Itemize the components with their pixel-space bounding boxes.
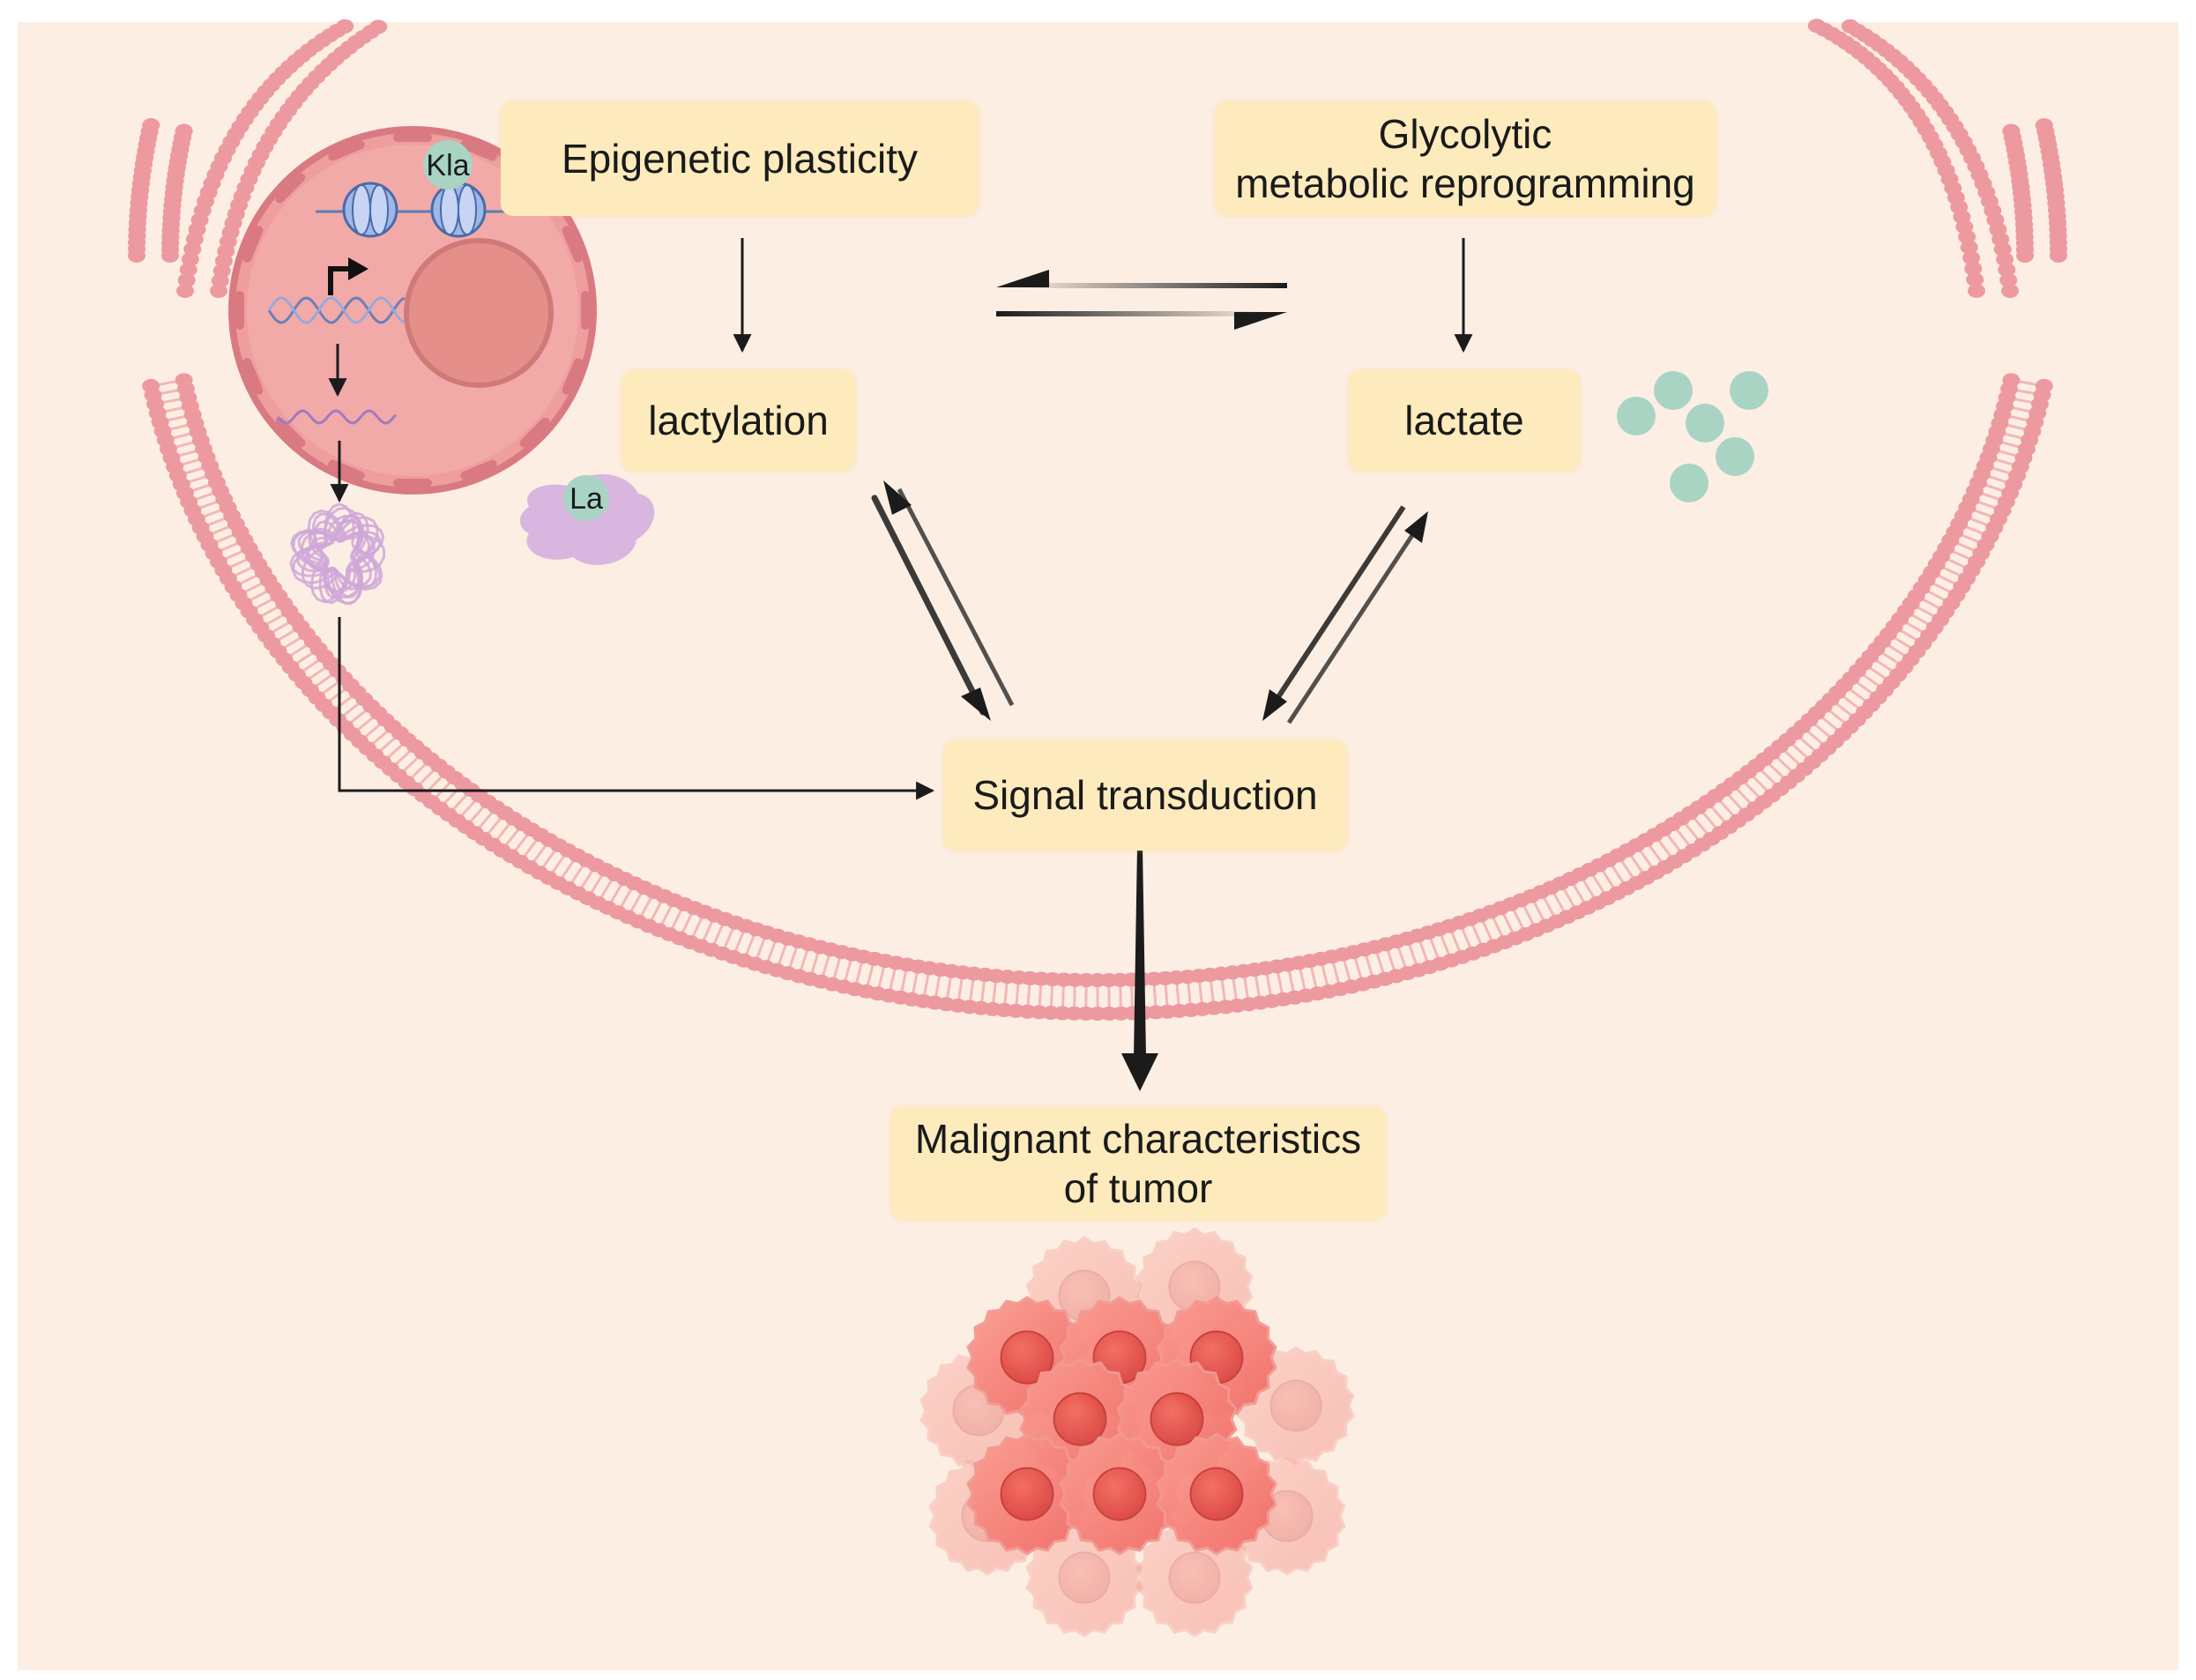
signal-transduction-label: Signal transduction: [972, 772, 1318, 819]
glycolytic-line1: Glycolytic: [1378, 110, 1552, 157]
reversible-arrow-horizontal: [996, 270, 1287, 330]
lactate-box: lactate: [1349, 370, 1580, 472]
signal-to-malignant-arrow: [1121, 846, 1158, 1091]
lactylation-box: lactylation: [622, 370, 855, 472]
glycolytic-reprogramming-box: Glycolytic metabolic reprogramming: [1215, 101, 1716, 216]
tumor-cluster-icon: [919, 1227, 1355, 1638]
lactylation-label: lactylation: [648, 398, 829, 444]
cell-icon: Kla: [228, 126, 597, 494]
reversible-arrow-lactylation-signal: [871, 480, 1015, 721]
protein-icon: [289, 502, 386, 606]
nucleolus: [404, 238, 554, 388]
epigenetic-plasticity-box: Epigenetic plasticity: [501, 101, 979, 216]
kla-label: Kla: [426, 149, 469, 182]
protein-to-signal-arrow: [338, 617, 935, 800]
lactate-molecules-icon: [1617, 371, 1768, 502]
malignant-characteristics-box: Malignant characteristics of tumor: [890, 1107, 1386, 1220]
signal-transduction-box: Signal transduction: [943, 740, 1347, 851]
la-protein-icon: La: [519, 474, 655, 566]
la-label: La: [569, 482, 603, 516]
histone-icon: [342, 182, 487, 238]
reversible-arrow-lactate-signal: [1262, 505, 1428, 725]
epigenetic-plasticity-label: Epigenetic plasticity: [562, 135, 918, 182]
mrna-icon: [276, 409, 398, 425]
dna-icon: [267, 296, 406, 324]
malignant-line2: of tumor: [1063, 1165, 1213, 1211]
glycolytic-line2: metabolic reprogramming: [1235, 160, 1695, 206]
lactate-label: lactate: [1404, 398, 1524, 444]
membrane-bilayer: [128, 19, 2067, 1021]
transcription-start-arrow: [328, 266, 353, 295]
malignant-line1: Malignant characteristics: [914, 1115, 1362, 1162]
kla-marker: Kla: [423, 140, 473, 190]
